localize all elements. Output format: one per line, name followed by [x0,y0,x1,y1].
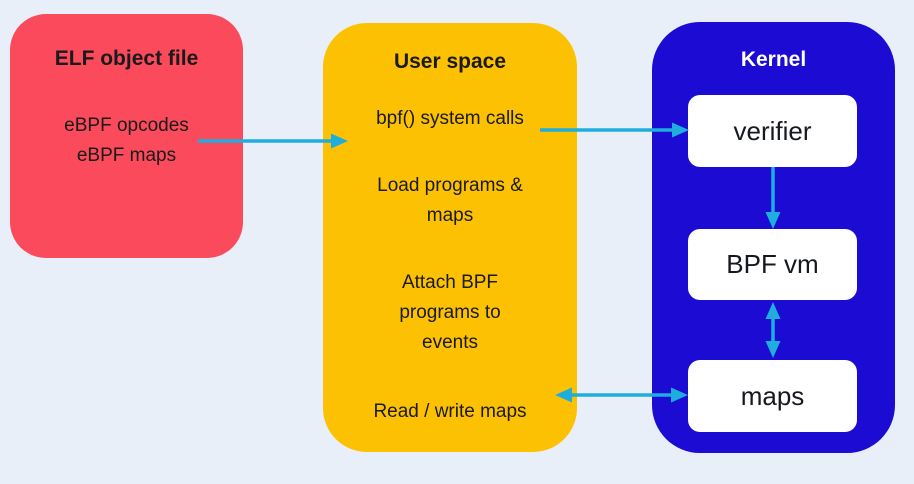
user-space-box: User space bpf() system calls Load progr… [323,23,577,452]
user-space-item-load-line-2: maps [426,205,474,226]
elf-box-content: eBPF opcodes eBPF maps [10,111,243,171]
user-space-item-attach-line-1: Attach BPF [401,272,499,293]
kernel-node-maps: maps [688,360,857,432]
user-space-item-load-line-1: Load programs & [377,175,523,196]
elf-box-line-opcodes: eBPF opcodes [64,115,189,136]
kernel-box: Kernel verifier BPF vm maps [652,22,895,453]
user-space-item-syscalls-line: bpf() system calls [376,108,524,129]
user-space-item-attach-line-2: programs to [399,302,501,323]
elf-box-title: ELF object file [54,47,199,70]
user-space-item-read-write-line: Read / write maps [373,401,527,422]
user-space-item-read-write-maps: Read / write maps [323,397,577,427]
user-space-item-attach-line-3: events [422,332,478,353]
elf-box-line-maps: eBPF maps [76,145,177,166]
kernel-node-verifier: verifier [688,95,857,167]
kernel-node-bpf-vm: BPF vm [688,229,857,300]
user-space-item-load-programs: Load programs & maps [323,171,577,231]
user-space-title: User space [393,50,507,73]
user-space-item-syscalls: bpf() system calls [323,104,577,134]
user-space-item-attach-programs: Attach BPF programs to events [323,268,577,358]
elf-object-file-box: ELF object file eBPF opcodes eBPF maps [10,14,243,258]
kernel-title: Kernel [740,48,807,71]
